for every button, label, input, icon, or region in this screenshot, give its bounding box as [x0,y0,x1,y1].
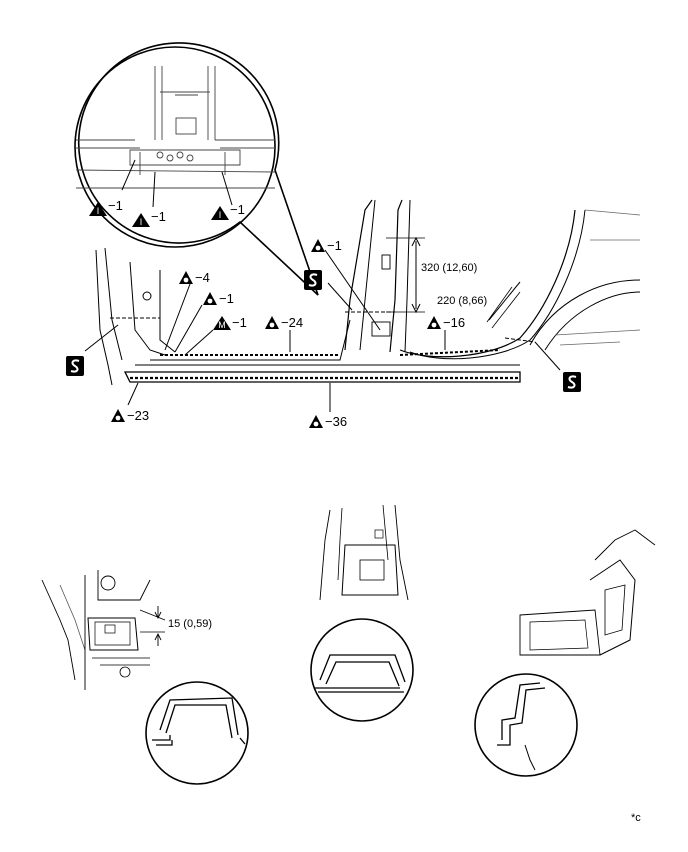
svg-text:−16: −16 [443,315,465,330]
callout-item: −4 [179,270,210,285]
rocker-panel-main-view [84,199,641,412]
callout-item: −1 [311,238,342,253]
pillar-height-dimension: 320 (12,60) [421,262,477,274]
svg-text:−1: −1 [108,198,123,213]
svg-text:−1: −1 [151,209,166,224]
callout-item: I −1 [89,198,123,216]
detail-left-dimension: 15 (0,59) [168,618,212,630]
callout-item: I −1 [211,202,245,220]
svg-text:−1: −1 [230,202,245,217]
footer-code: *c [631,812,641,824]
svg-text:−36: −36 [325,414,347,429]
callout-item: I −1 [132,209,166,227]
detail-front-pillar [41,570,249,785]
callout-list: I −1 I −1 I −1 −4 −1 M −1 −24 [89,198,465,429]
callout-item: −16 [427,315,465,330]
svg-text:I: I [140,217,143,227]
svg-text:−1: −1 [219,291,234,306]
callout-item: M −1 [213,315,247,330]
callout-item: −1 [203,291,234,306]
svg-text:−1: −1 [232,315,247,330]
svg-text:−24: −24 [281,315,303,330]
callout-item: −24 [265,315,303,330]
detail-rear-pillar [474,529,656,777]
svg-text:I: I [97,206,100,216]
svg-text:−4: −4 [195,270,210,285]
svg-text:−1: −1 [327,238,342,253]
rear-offset-dimension: 220 (8,66) [437,295,487,307]
detail-center-pillar [310,504,414,722]
svg-text:−23: −23 [127,408,149,423]
svg-text:M: M [218,320,226,330]
magnified-detail [74,42,319,296]
callout-item: −36 [309,414,347,429]
sealer-s-icon [65,269,582,393]
svg-text:I: I [219,210,222,220]
callout-item: −23 [111,408,149,423]
